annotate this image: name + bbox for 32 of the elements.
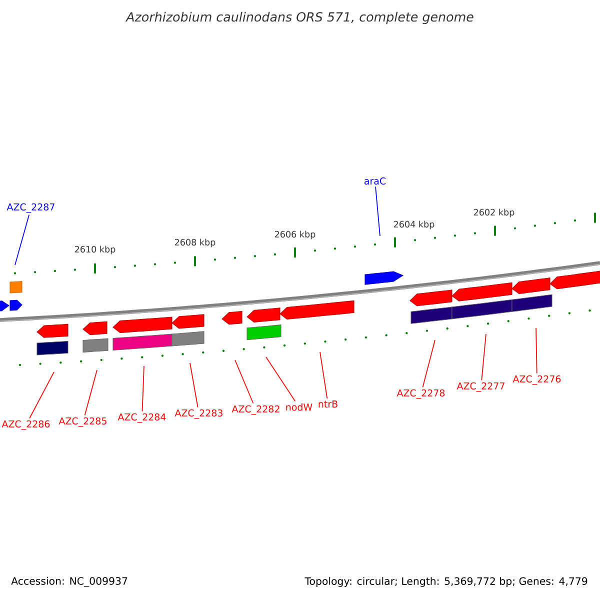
leader-line	[320, 352, 328, 399]
tick-label: 2608 kbp	[174, 238, 216, 248]
leader-line	[375, 186, 380, 236]
leader-line	[29, 372, 54, 419]
leader-line	[190, 362, 198, 408]
footer-text: Topology: circular; Length: 5,369,772 bp; Genes: 4,779	[304, 577, 588, 587]
gene-label: nodW	[286, 403, 312, 411]
leader-line	[536, 328, 538, 374]
gene-label: AZC_2287	[6, 203, 54, 213]
gene-label: AZC_2276	[512, 375, 561, 385]
leader-line	[142, 366, 144, 412]
gene-label: ntrB	[318, 400, 338, 408]
tick-label: 2610 kbp	[74, 246, 116, 254]
tick-label: 2604 kbp	[394, 220, 434, 230]
leader-line	[84, 370, 98, 416]
leader-line	[481, 334, 486, 381]
tick-label: 2606 kbp	[274, 230, 316, 240]
leader-line	[234, 360, 254, 404]
title: Azorhizobium caulinodans ORS 571, complete genome	[125, 12, 474, 24]
gene-label: AZC_2278	[396, 389, 445, 399]
gene-label: AZC_2277	[456, 382, 504, 392]
leader-line	[266, 356, 296, 402]
gene-label: araC	[364, 177, 386, 185]
tick-label: 2602 kbp	[474, 208, 514, 218]
gene-label: AZC_2282	[232, 405, 280, 415]
gene-label: AZC_2284	[118, 413, 166, 423]
gene-label: AZC_2286	[2, 420, 50, 430]
gene-label: AZC_2283	[174, 409, 222, 419]
gene-label: AZC_2285	[58, 417, 106, 427]
footer-text: Accession: NC_009937	[11, 576, 128, 588]
leader-line	[14, 214, 30, 266]
leader-line	[422, 340, 436, 388]
